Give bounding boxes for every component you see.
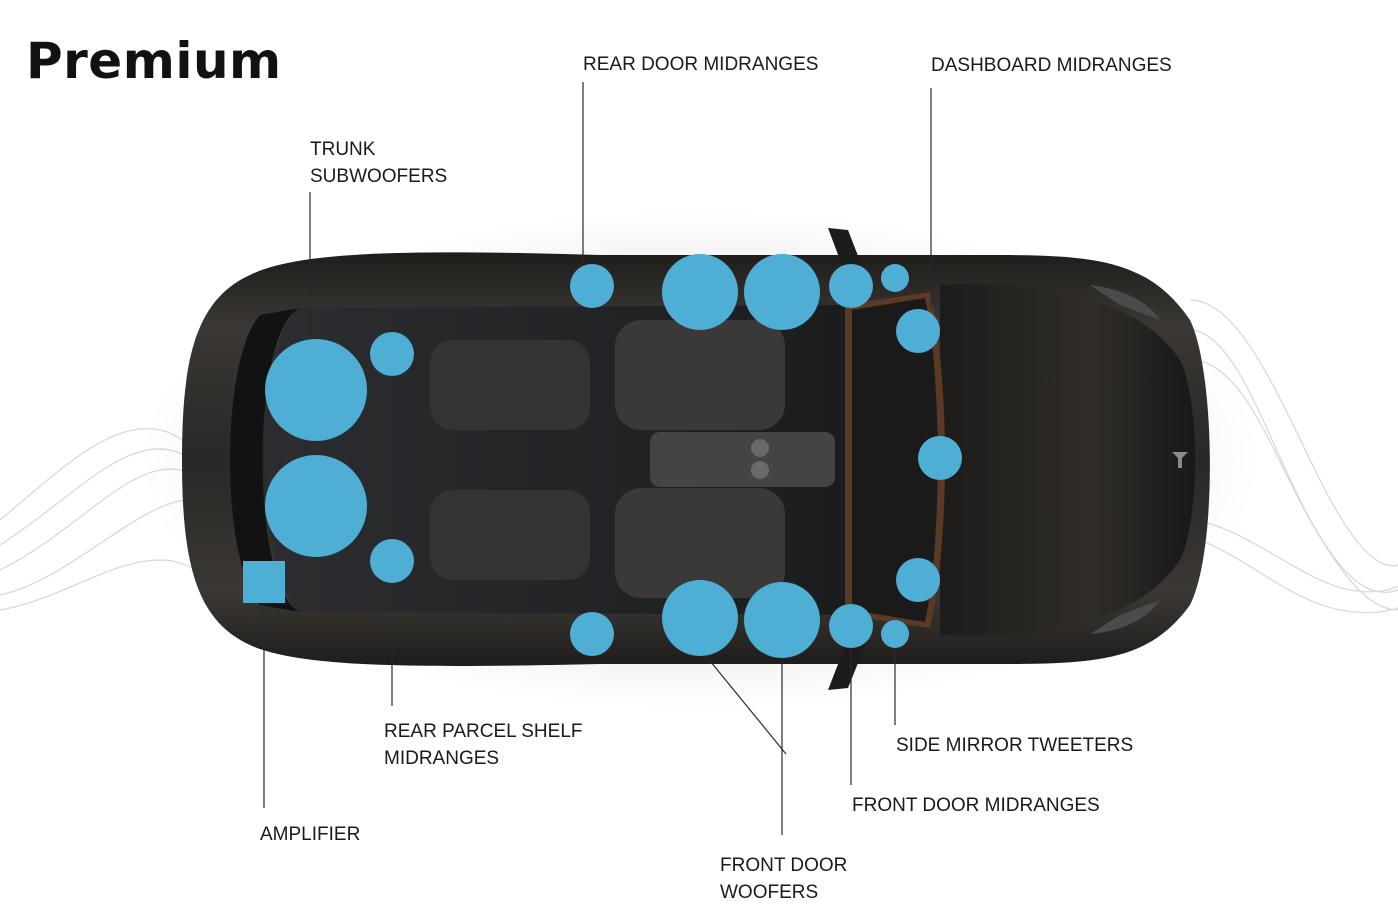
dashboard-midrange-speaker: [896, 309, 940, 353]
front-door-woofer-speaker: [744, 582, 820, 658]
trunk-subwoofer-speaker: [265, 455, 367, 557]
rear-door-midrange-speaker: [570, 264, 614, 308]
front-door-midrange-speaker: [829, 604, 873, 648]
label-front-door-midranges: FRONT DOOR MIDRANGES: [852, 795, 1100, 816]
label-rear-door-midranges: REAR DOOR MIDRANGES: [583, 54, 819, 75]
page-title: Premium: [26, 32, 282, 90]
rear-parcel-shelf-midrange-speaker: [370, 539, 414, 583]
side-mirror-tweeter-speaker: [881, 620, 909, 648]
dashboard-midrange-speaker: [918, 436, 962, 480]
leader-lines: [263, 82, 932, 835]
rear-parcel-shelf-midrange-speaker: [370, 332, 414, 376]
front-door-woofer-speaker: [662, 254, 738, 330]
front-door-midrange-speaker: [829, 264, 873, 308]
label-front-door-woofers: FRONT DOOR WOOFERS: [720, 855, 848, 903]
front-door-woofer-speaker: [744, 254, 820, 330]
label-trunk-subwoofers: TRUNK SUBWOOFERS: [310, 139, 448, 187]
dashboard-midrange-speaker: [896, 558, 940, 602]
label-rear-parcel-shelf-midranges: REAR PARCEL SHELF MIDRANGES: [384, 721, 583, 769]
rear-door-midrange-speaker: [570, 612, 614, 656]
speakers: [243, 254, 962, 658]
label-side-mirror-tweeters: SIDE MIRROR TWEETERS: [896, 735, 1134, 756]
amplifier-unit: [243, 561, 285, 603]
label-amplifier: AMPLIFIER: [260, 824, 361, 845]
side-mirror-tweeter-speaker: [881, 264, 909, 292]
front-door-woofer-speaker: [662, 580, 738, 656]
label-dashboard-midranges: DASHBOARD MIDRANGES: [931, 55, 1172, 76]
trunk-subwoofer-speaker: [265, 339, 367, 441]
car-body: [182, 228, 1210, 690]
